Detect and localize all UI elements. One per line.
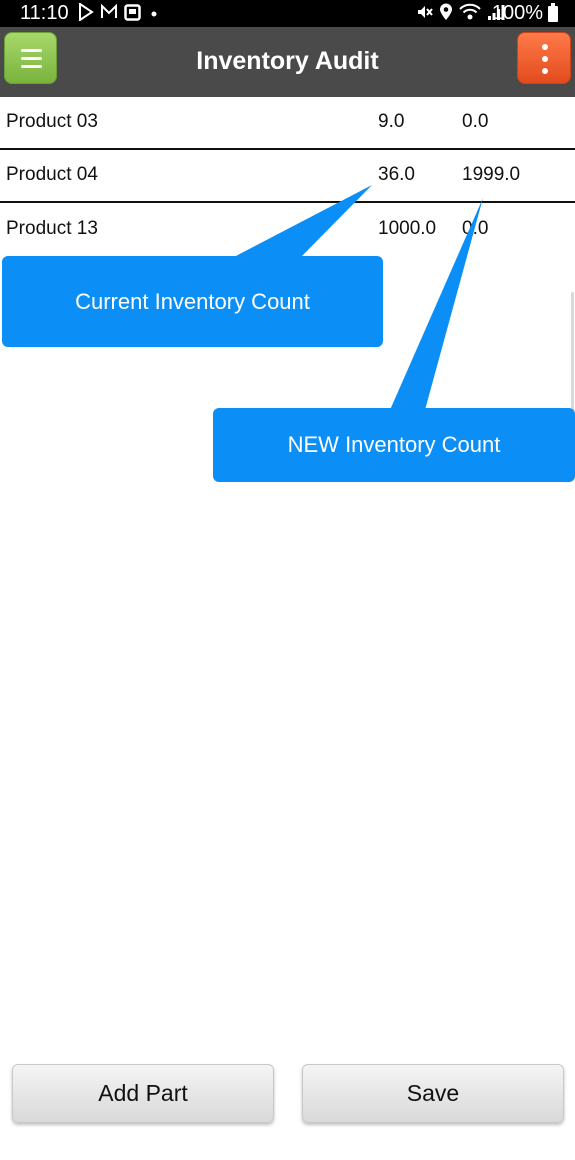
- inventory-row-product-13[interactable]: Product 13 1000.0 0.0: [0, 204, 575, 257]
- new-count: 0.0: [462, 218, 489, 239]
- product-name: Product 13: [6, 218, 98, 239]
- add-part-button[interactable]: Add Part: [12, 1064, 274, 1123]
- status-time: 11:10: [20, 2, 69, 24]
- mute-icon: [418, 6, 433, 18]
- current-inventory-callout: Current Inventory Count: [2, 256, 383, 347]
- scrollbar[interactable]: [571, 292, 574, 452]
- new-count: 1999.0: [462, 164, 521, 185]
- page-title: Inventory Audit: [196, 47, 379, 75]
- new-count: 0.0: [462, 111, 489, 132]
- row-divider: [0, 201, 575, 203]
- gmail-icon: [101, 4, 117, 18]
- play-store-icon: [79, 3, 94, 21]
- battery-icon: [548, 3, 558, 22]
- product-name: Product 03: [6, 111, 98, 132]
- menu-button[interactable]: [4, 32, 57, 84]
- inventory-row-product-03[interactable]: Product 03 9.0 0.0: [0, 97, 575, 150]
- app-header: Inventory Audit: [0, 27, 575, 97]
- current-count: 9.0: [378, 111, 405, 132]
- wifi-icon: [459, 3, 481, 20]
- system-icons: [415, 3, 505, 21]
- signal-icon: [488, 5, 505, 20]
- new-inventory-callout: NEW Inventory Count: [213, 408, 575, 482]
- notification-icons: [78, 3, 161, 21]
- current-count: 1000.0: [378, 218, 437, 239]
- location-icon: [440, 3, 452, 21]
- battery-percentage: 100%: [491, 2, 543, 24]
- row-divider: [0, 148, 575, 150]
- current-count: 36.0: [378, 164, 415, 185]
- status-bar: 11:10: [0, 0, 575, 27]
- square-notification-icon: [124, 3, 141, 21]
- inventory-row-product-04[interactable]: Product 04 36.0 1999.0: [0, 150, 575, 203]
- dot-icon: [151, 11, 157, 16]
- more-options-button[interactable]: [517, 32, 571, 84]
- save-button[interactable]: Save: [302, 1064, 564, 1123]
- product-name: Product 04: [6, 164, 98, 185]
